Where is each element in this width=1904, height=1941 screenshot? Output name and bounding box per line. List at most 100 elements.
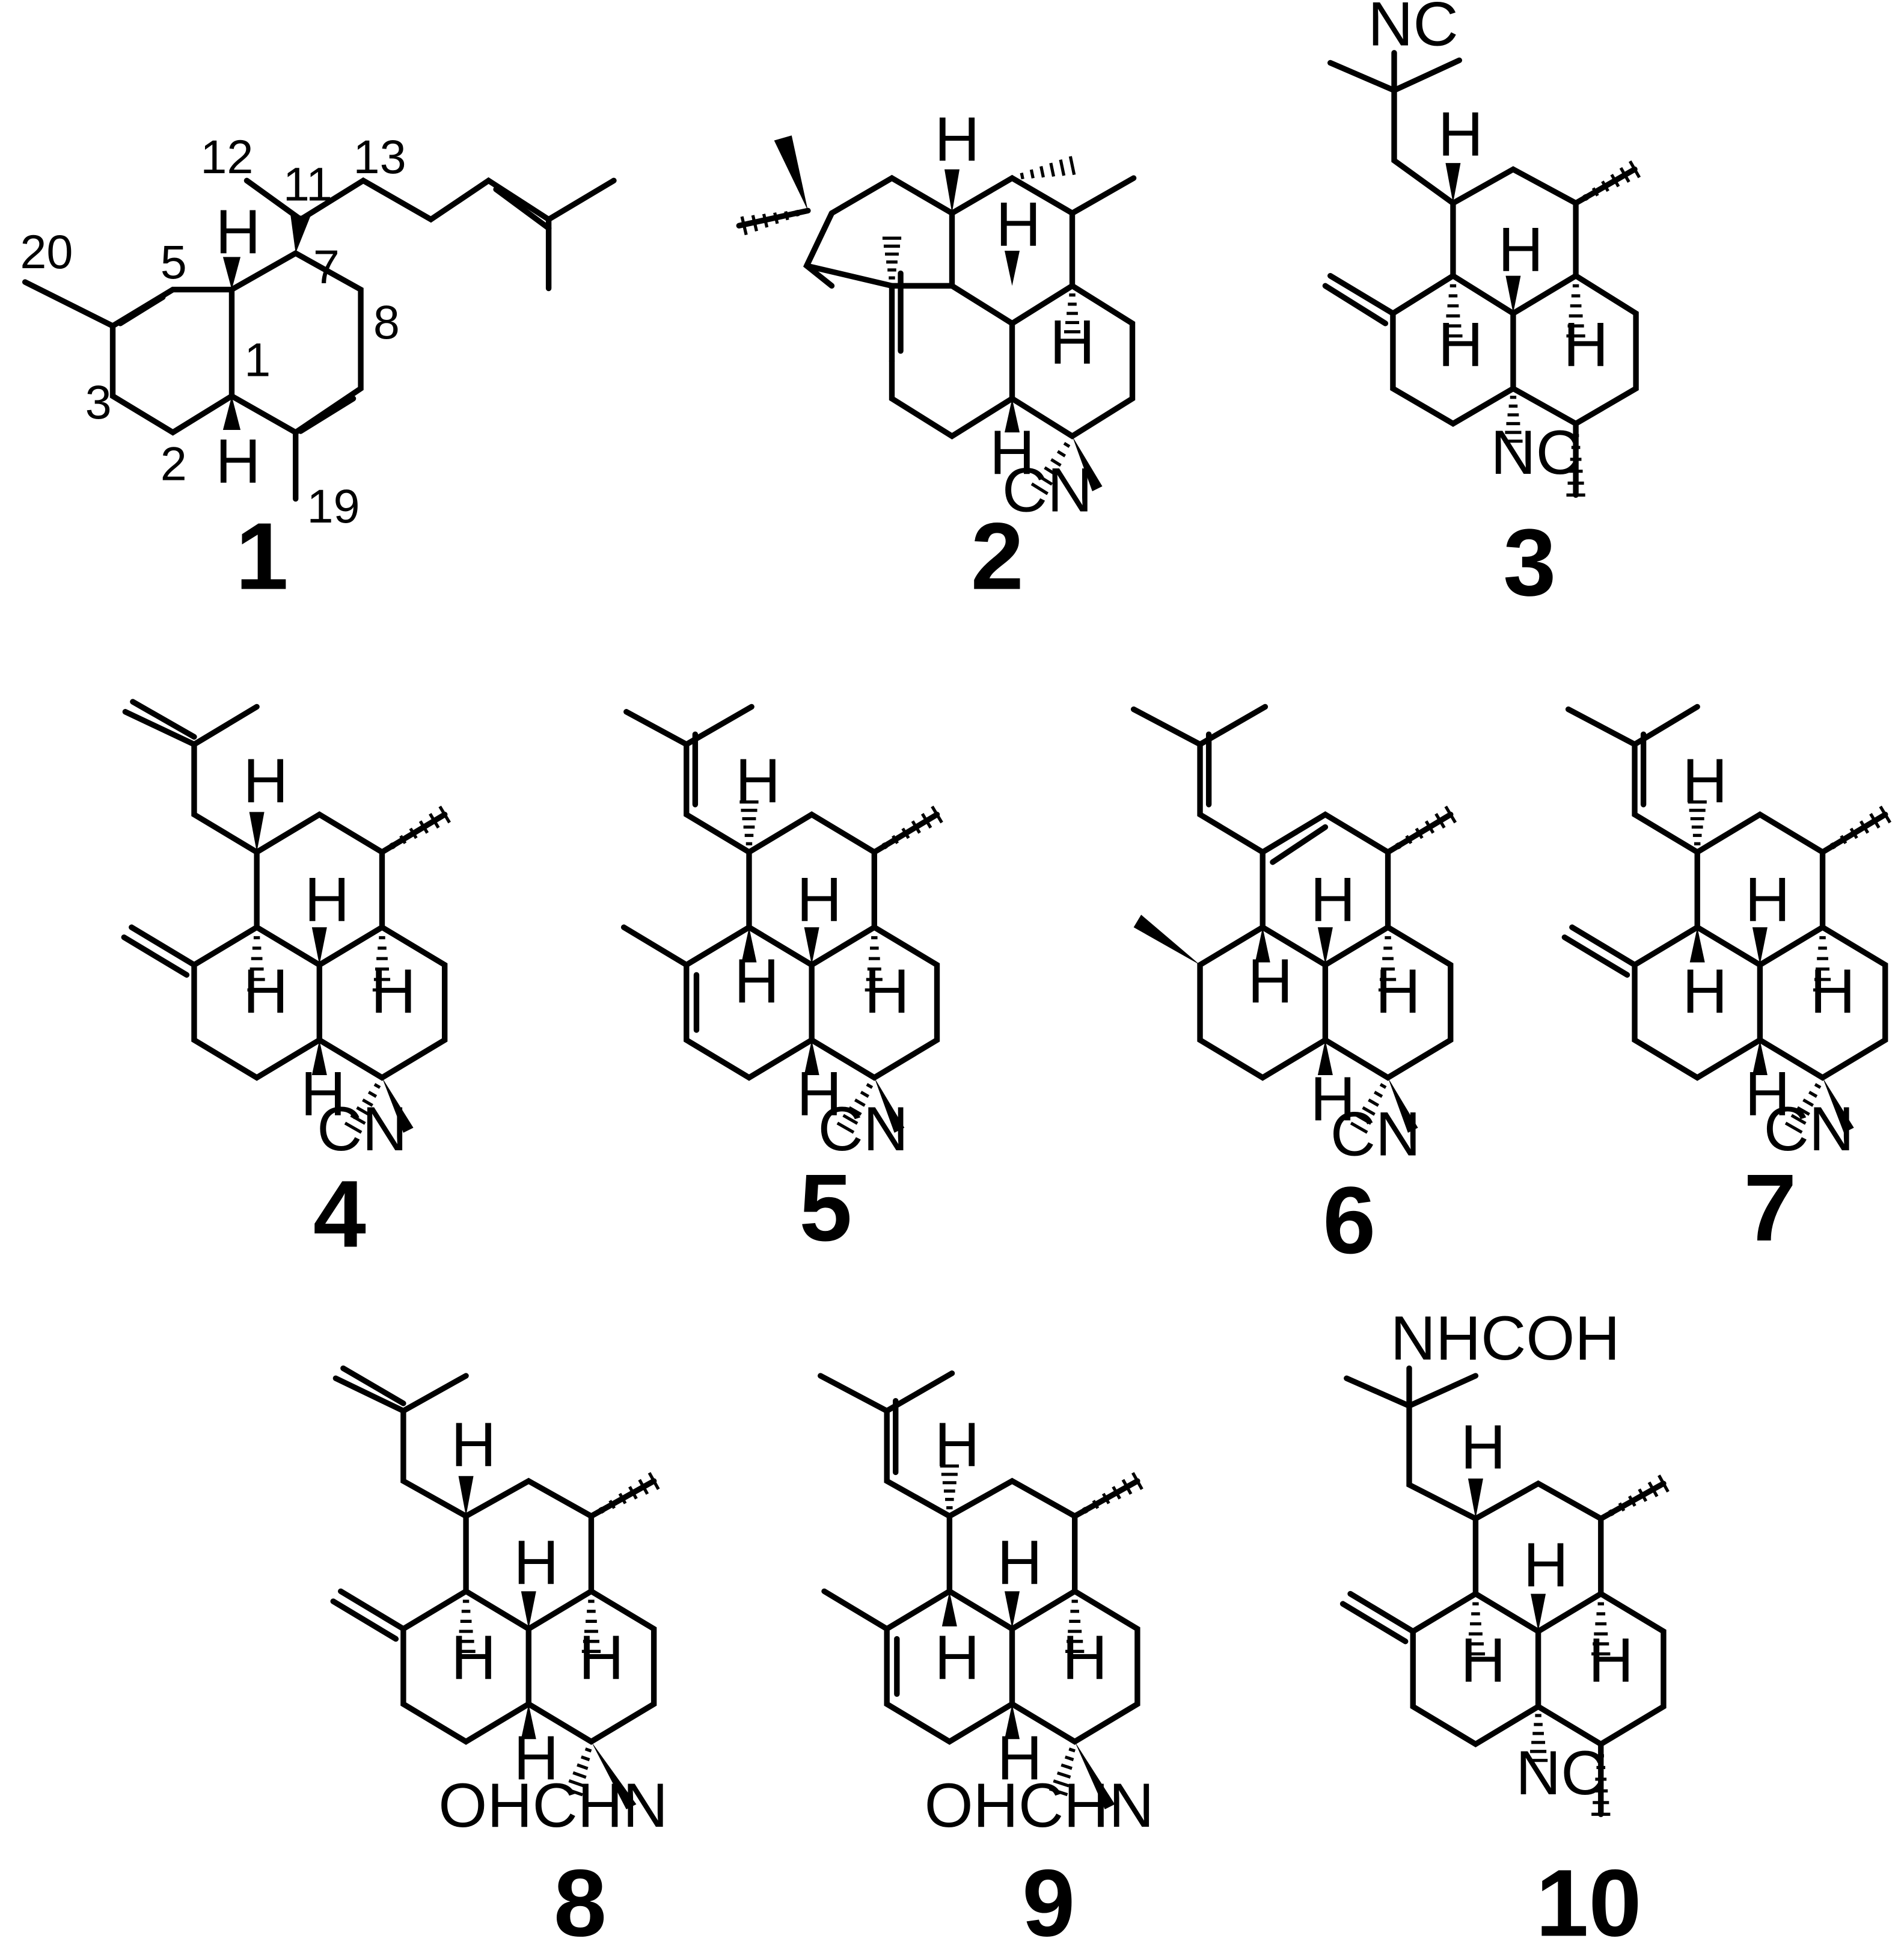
hashed-bond-segment [751, 215, 758, 232]
hashed-bond-segment [598, 1506, 605, 1514]
hashed-bond-segment [842, 1114, 859, 1125]
hashed-bond-segment [1379, 1083, 1387, 1089]
h-label: H [1247, 946, 1293, 1016]
nc-label: NC [1490, 418, 1581, 488]
hashed-bond-segment [367, 1091, 378, 1098]
atom-number-3: 3 [85, 375, 112, 429]
hashed-bond-segment [762, 213, 769, 228]
hashed-bond-segment [429, 813, 440, 829]
h-label: H [1310, 1064, 1355, 1134]
hashed-bond-segment [1056, 1771, 1071, 1779]
hashed-bond-segment [350, 1114, 366, 1125]
hashed-bond-segment [860, 1091, 869, 1098]
compound-label-6: 6 [1323, 1167, 1376, 1274]
h-label: H [513, 1723, 559, 1793]
h-label: H [1498, 215, 1543, 284]
hashed-bond-segment [1840, 835, 1847, 844]
compound-4: H H H H H CN 4 [121, 699, 448, 1267]
hashed-bond-segment [892, 835, 899, 844]
hashed-bond-segment [1796, 1106, 1810, 1116]
atom-number-2: 2 [161, 437, 187, 490]
cn-label: CN [317, 1094, 407, 1164]
atom-number-1: 1 [244, 333, 271, 386]
hashed-bond-segment [1784, 1121, 1803, 1134]
h-label: H [934, 1410, 979, 1480]
compound-label-8: 8 [554, 1850, 607, 1941]
hashed-bond-segment [1424, 820, 1435, 834]
hashed-bond-segment [920, 813, 932, 829]
hashed-bond-segment [1092, 1500, 1100, 1509]
hashed-bond-segment [1582, 194, 1589, 201]
hashed-bond-segment [1063, 441, 1071, 448]
h-label: H [243, 746, 288, 816]
hashed-bond-segment [881, 842, 888, 850]
hashed-bond-segment [1037, 474, 1053, 486]
h-label: H [215, 197, 260, 267]
hashed-bond-segment [854, 1098, 866, 1107]
hashed-bond-segment [618, 1492, 627, 1504]
atom-number-20: 20 [20, 225, 73, 278]
hashed-bond-segment [1061, 1763, 1073, 1770]
h-label: H [990, 418, 1035, 488]
formamide-label: NHCOH [1391, 1304, 1620, 1373]
h-label: H [1745, 865, 1790, 935]
hashed-bond-segment [773, 212, 779, 224]
compound-7: H H H H H CN 7 [1561, 704, 1888, 1261]
hashed-bond-segment [1601, 180, 1610, 192]
cn-label: CN [1330, 1099, 1421, 1169]
hashed-bond-segment [1647, 1481, 1659, 1498]
hashed-bond-segment [1618, 1502, 1626, 1512]
hashed-bond-segment [399, 835, 407, 844]
hashed-bond-segment [1039, 166, 1045, 178]
cn-label: CN [1002, 455, 1092, 525]
hashed-bond-segment [1405, 835, 1413, 844]
h-label: H [451, 1410, 496, 1480]
hashed-bond-segment [1053, 1779, 1070, 1788]
hashed-bond-segment [1373, 1091, 1383, 1098]
h-label: H [934, 1623, 979, 1693]
hashed-bond-segment [1849, 827, 1858, 839]
compound-1: H H 1 2 3 5 7 8 11 12 13 19 20 1 [20, 130, 617, 610]
hashed-bond-segment [1029, 169, 1035, 179]
atom-number-13: 13 [354, 130, 406, 183]
hashed-bond-segment [1068, 1747, 1076, 1753]
hashed-bond-segment [1808, 1091, 1818, 1098]
hashed-bond-segment [356, 1106, 370, 1116]
hashed-bond-segment [572, 1771, 587, 1779]
h-label: H [797, 1059, 842, 1129]
hashed-bond-segment [608, 1500, 616, 1509]
compound-9: H H H H H OHCHN 9 [818, 1370, 1154, 1941]
hashed-bond-segment [580, 1755, 590, 1762]
compound-6: H H H H CN 6 [1130, 704, 1454, 1274]
compound-label-2: 2 [971, 503, 1024, 610]
hashed-bond-segment [1628, 1495, 1636, 1507]
nc-label: NC [1516, 1738, 1606, 1808]
compound-label-5: 5 [799, 1154, 852, 1261]
hashed-bond-segment [1068, 156, 1076, 176]
hashed-bond-segment [1619, 167, 1630, 183]
h-label: H [1682, 957, 1727, 1026]
hashed-bond-segment [638, 1479, 649, 1495]
hashed-bond-segment [740, 216, 748, 236]
hashed-bond-segment [1859, 820, 1870, 834]
hashed-bond-segment [1444, 805, 1457, 824]
hashed-bond-segment [373, 1083, 381, 1089]
h-label: H [1310, 865, 1355, 935]
hashed-bond-segment [1350, 1121, 1368, 1134]
compound-label-9: 9 [1022, 1850, 1075, 1941]
atom-number-11: 11 [283, 158, 332, 211]
hashed-bond-segment [1415, 827, 1424, 839]
hashed-bond-segment [584, 1747, 592, 1753]
hashed-bond-segment [564, 1787, 583, 1797]
h-label: H [1438, 310, 1483, 380]
h-label: H [1460, 1625, 1505, 1695]
hashed-bond-segment [901, 827, 910, 839]
h-label: H [301, 1059, 346, 1129]
hashed-bond-segment [866, 1083, 874, 1089]
h-label: H [579, 1623, 624, 1693]
compound-label-3: 3 [1503, 509, 1556, 616]
compound-label-10: 10 [1535, 1850, 1641, 1941]
h-label: H [1523, 1530, 1569, 1600]
h-label: H [996, 190, 1041, 260]
hashed-bond-segment [911, 820, 921, 834]
